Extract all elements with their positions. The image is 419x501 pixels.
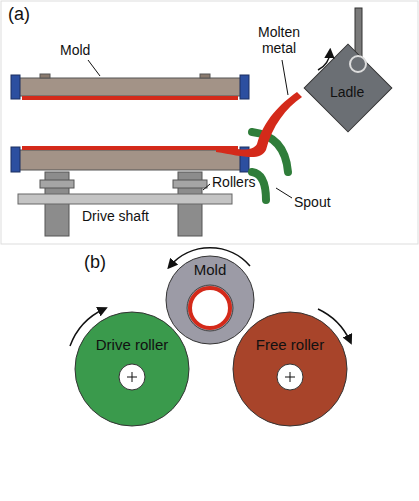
- part-label: Mold: [60, 42, 90, 58]
- part-label: Ladle: [330, 84, 364, 100]
- part-label: Rollers: [212, 174, 256, 190]
- leader-line: [88, 60, 292, 198]
- mold-circle: Mold: [165, 255, 255, 345]
- molten-metal: [216, 92, 302, 157]
- ladle: [304, 8, 392, 132]
- circle-outline: [74, 311, 190, 427]
- spout: [252, 132, 288, 200]
- part-label: Molten metal: [250, 24, 308, 56]
- panel-frame: [1, 1, 418, 244]
- panel-label: (b): [84, 252, 106, 273]
- roller-circle: Free roller: [232, 311, 348, 427]
- part-label: Spout: [294, 194, 331, 210]
- part-label: Drive shaft: [82, 208, 149, 224]
- circle-outline: [232, 311, 348, 427]
- mold: [11, 74, 249, 172]
- node-label: Mold: [165, 255, 255, 279]
- panel-label: (a): [8, 4, 30, 25]
- roller-circle: Drive roller: [74, 311, 190, 427]
- drive-shaft: [18, 194, 232, 204]
